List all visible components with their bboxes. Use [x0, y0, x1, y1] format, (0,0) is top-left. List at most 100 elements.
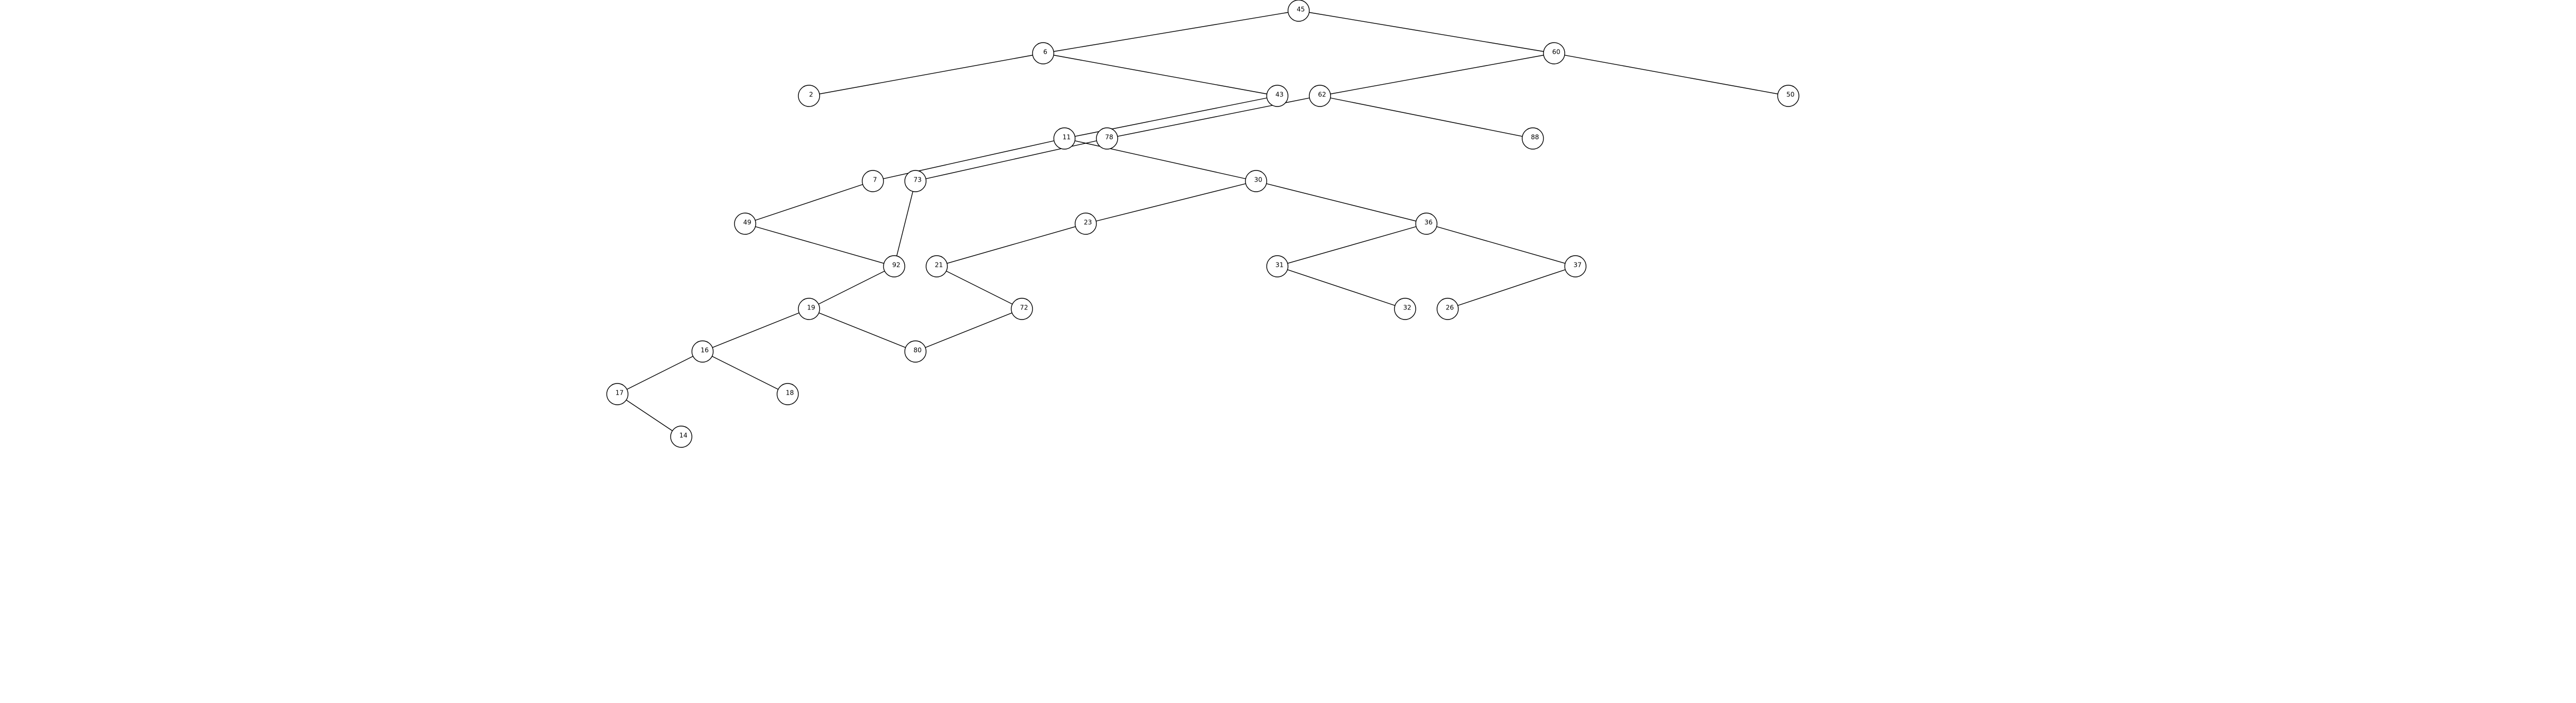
tree-node-73: 73 — [904, 170, 927, 192]
node-label: 14 — [679, 432, 687, 439]
tree-edge-60-62 — [1319, 53, 1555, 96]
tree-node-88: 88 — [1522, 127, 1544, 150]
tree-node-26: 26 — [1436, 298, 1459, 320]
tree-node-36: 36 — [1415, 212, 1438, 235]
tree-node-62: 62 — [1309, 85, 1331, 107]
tree-edge-11-7 — [872, 138, 1065, 182]
node-label: 6 — [1043, 48, 1047, 56]
edges-layer — [617, 10, 1789, 437]
tree-edge-73-92 — [894, 181, 916, 267]
tree-node-6: 6 — [1032, 42, 1054, 64]
node-circle — [862, 170, 884, 192]
tree-node-45: 45 — [1287, 0, 1310, 22]
tree-node-37: 37 — [1564, 255, 1587, 277]
node-circle — [1777, 85, 1799, 107]
node-circle — [1522, 127, 1544, 150]
node-label: 37 — [1573, 261, 1581, 269]
tree-edge-36-31 — [1277, 223, 1427, 267]
node-circle — [1011, 298, 1033, 320]
tree-edge-37-26 — [1447, 266, 1576, 309]
tree-edge-17-14 — [617, 394, 682, 437]
node-label: 30 — [1254, 176, 1262, 184]
node-label: 92 — [892, 261, 900, 269]
tree-edge-19-16 — [702, 308, 810, 352]
node-label: 43 — [1275, 91, 1283, 99]
tree-edge-16-18 — [702, 351, 788, 395]
node-circle — [1287, 0, 1310, 22]
tree-edge-19-80 — [808, 308, 916, 352]
tree-node-50: 50 — [1777, 85, 1799, 107]
node-label: 18 — [786, 389, 794, 397]
node-circle — [1309, 85, 1331, 107]
tree-edge-6-43 — [1043, 53, 1278, 96]
node-circle — [1075, 212, 1097, 235]
node-label: 62 — [1318, 91, 1326, 99]
tree-node-92: 92 — [883, 255, 905, 277]
node-circle — [670, 426, 692, 448]
tree-edge-49-92 — [745, 223, 895, 267]
node-circle — [777, 383, 799, 405]
tree-edge-23-21 — [936, 223, 1086, 267]
node-circle — [883, 255, 905, 277]
tree-node-18: 18 — [777, 383, 799, 405]
node-label: 31 — [1275, 261, 1283, 269]
node-circle — [1053, 127, 1076, 150]
tree-edge-78-73 — [915, 138, 1108, 182]
node-circle — [798, 298, 820, 320]
tree-node-30: 30 — [1245, 170, 1267, 192]
node-circle — [798, 85, 820, 107]
tree-node-32: 32 — [1394, 298, 1416, 320]
tree-edge-60-50 — [1554, 53, 1789, 96]
tree-node-19: 19 — [798, 298, 820, 320]
tree-edge-21-72 — [936, 266, 1022, 309]
tree-node-21: 21 — [926, 255, 948, 277]
node-label: 49 — [743, 219, 751, 226]
tree-edge-36-37 — [1426, 223, 1576, 267]
tree-edge-11-30 — [1064, 138, 1257, 182]
tree-edge-62-88 — [1319, 95, 1533, 139]
node-label: 26 — [1446, 304, 1454, 312]
tree-node-14: 14 — [670, 426, 692, 448]
node-label: 16 — [700, 347, 708, 354]
node-circle — [1564, 255, 1587, 277]
node-circle — [606, 383, 629, 405]
node-label: 11 — [1062, 134, 1070, 141]
tree-node-72: 72 — [1011, 298, 1033, 320]
node-label: 88 — [1531, 134, 1539, 141]
tree-edge-30-23 — [1085, 181, 1257, 224]
tree-edge-16-17 — [617, 351, 703, 395]
node-circle — [734, 212, 756, 235]
tree-node-60: 60 — [1543, 42, 1565, 64]
node-label: 80 — [913, 347, 921, 354]
node-label: 36 — [1424, 219, 1432, 226]
tree-edge-45-6 — [1043, 10, 1299, 54]
tree-edge-43-11 — [1064, 95, 1278, 139]
tree-edge-30-36 — [1256, 181, 1427, 224]
node-label: 21 — [935, 261, 943, 269]
tree-edge-31-32 — [1277, 266, 1406, 309]
tree-node-49: 49 — [734, 212, 756, 235]
node-label: 72 — [1020, 304, 1028, 312]
node-label: 19 — [807, 304, 815, 312]
node-label: 50 — [1786, 91, 1794, 99]
tree-node-17: 17 — [606, 383, 629, 405]
node-label: 45 — [1297, 6, 1304, 13]
tree-node-2: 2 — [798, 85, 820, 107]
tree-node-11: 11 — [1053, 127, 1076, 150]
node-circle — [1415, 212, 1438, 235]
tree-edge-7-49 — [745, 181, 873, 224]
node-label: 32 — [1403, 304, 1411, 312]
tree-edge-72-80 — [915, 308, 1022, 352]
tree-edge-92-19 — [808, 266, 895, 309]
tree-node-78: 78 — [1096, 127, 1118, 150]
node-circle — [1266, 255, 1289, 277]
tree-node-23: 23 — [1075, 212, 1097, 235]
node-circle — [1245, 170, 1267, 192]
node-label: 73 — [913, 176, 921, 184]
node-circle — [904, 170, 927, 192]
node-circle — [926, 255, 948, 277]
tree-node-31: 31 — [1266, 255, 1289, 277]
tree-edge-62-78 — [1107, 95, 1320, 139]
node-label: 60 — [1552, 48, 1560, 56]
tree-node-7: 7 — [862, 170, 884, 192]
